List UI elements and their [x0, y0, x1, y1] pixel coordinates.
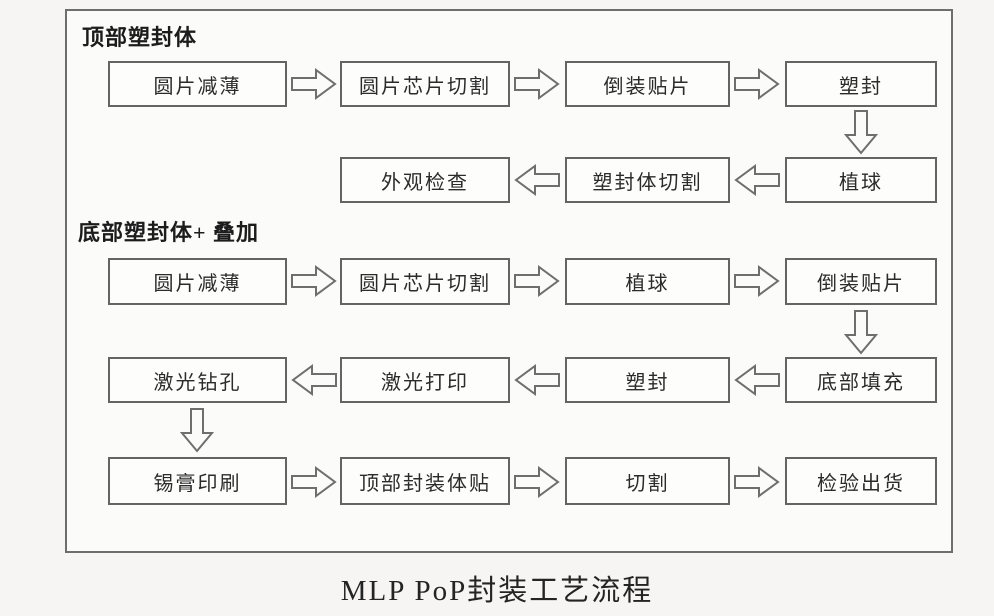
step-b3-top-package-attach: 顶部封装体贴	[340, 457, 510, 505]
step-t1-wafer-die-sawing: 圆片芯片切割	[340, 61, 510, 107]
arrow-right-icon	[514, 265, 560, 297]
arrow-left-icon	[514, 164, 560, 196]
step-t1-wafer-thinning: 圆片减薄	[108, 61, 287, 107]
arrow-left-icon	[734, 164, 780, 196]
step-b2-laser-marking: 激光打印	[340, 357, 510, 403]
step-b3-singulation: 切割	[565, 457, 730, 505]
step-t1-flip-chip-attach: 倒装贴片	[565, 61, 730, 107]
arrow-left-icon	[291, 364, 337, 396]
step-b2-underfill: 底部填充	[785, 357, 937, 403]
step-t2-visual-inspection: 外观检查	[340, 157, 510, 203]
step-b1-ball-mount: 植球	[565, 258, 730, 305]
step-t2-ball-mount: 植球	[785, 157, 937, 203]
arrow-right-icon	[734, 68, 780, 100]
arrow-left-icon	[514, 364, 560, 396]
arrow-down-icon	[843, 310, 879, 355]
arrow-right-icon	[291, 466, 337, 498]
arrow-right-icon	[514, 68, 560, 100]
step-b1-wafer-thinning: 圆片减薄	[108, 258, 287, 305]
arrow-down-icon	[843, 110, 879, 155]
arrow-right-icon	[291, 68, 337, 100]
step-t1-molding: 塑封	[785, 61, 937, 107]
arrow-right-icon	[734, 265, 780, 297]
step-b3-solder-paste-printing: 锡膏印刷	[108, 457, 287, 505]
step-b2-laser-drilling: 激光钻孔	[108, 357, 287, 403]
step-t2-mold-body-sawing: 塑封体切割	[565, 157, 730, 203]
arrow-right-icon	[291, 265, 337, 297]
arrow-right-icon	[514, 466, 560, 498]
section-title-top-mold: 顶部塑封体	[82, 25, 198, 50]
diagram-caption: MLP PoP封装工艺流程	[340, 575, 654, 607]
step-b1-flip-chip-attach: 倒装贴片	[785, 258, 937, 305]
step-b1-wafer-die-sawing: 圆片芯片切割	[340, 258, 510, 305]
step-b3-inspection-shipping: 检验出货	[785, 457, 937, 505]
section-title-bottom-mold-stack: 底部塑封体+ 叠加	[78, 220, 260, 245]
arrow-down-icon	[179, 408, 215, 453]
arrow-right-icon	[734, 466, 780, 498]
arrow-left-icon	[734, 364, 780, 396]
step-b2-molding: 塑封	[565, 357, 730, 403]
